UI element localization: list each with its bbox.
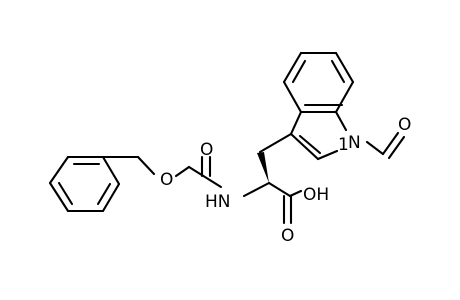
bond [334,80,355,114]
hydroxyl-label: OH [303,185,329,205]
bond [330,59,346,84]
bond [288,189,303,198]
ester-oxygen-label: O [160,170,173,190]
bond [48,155,70,185]
bond [381,131,400,156]
bond [365,140,385,156]
acid-oxygen-label: O [281,226,294,246]
carbonyl-oxygen-label: O [200,140,213,160]
bond [101,182,121,213]
bond [48,181,70,213]
bond [316,149,339,161]
bond [387,135,406,160]
benzyl-ring [48,155,121,213]
bond [187,165,223,189]
bond [174,165,191,178]
indole-nitrogen-label: N [348,133,361,153]
indole-locant-label: 1 [338,135,349,155]
bond [57,181,74,206]
bond [242,181,271,198]
bond [289,110,303,136]
carbamate-chain [101,155,271,198]
bond [334,51,355,84]
bond [298,134,322,155]
formyl-oxygen-label: O [398,115,411,135]
bond [258,132,293,154]
amino-acid-core [257,152,303,225]
bond [282,80,303,114]
stereo-wedge [257,152,269,183]
bond [101,155,121,186]
bond [289,132,320,161]
bond [96,182,112,206]
bond [282,51,303,84]
amide-nh-label: HN [205,192,231,212]
bond [291,59,307,84]
bond [334,110,348,132]
formyl-group [365,131,406,160]
indole-ring [282,51,355,161]
bond [136,155,156,176]
bond [267,181,292,198]
